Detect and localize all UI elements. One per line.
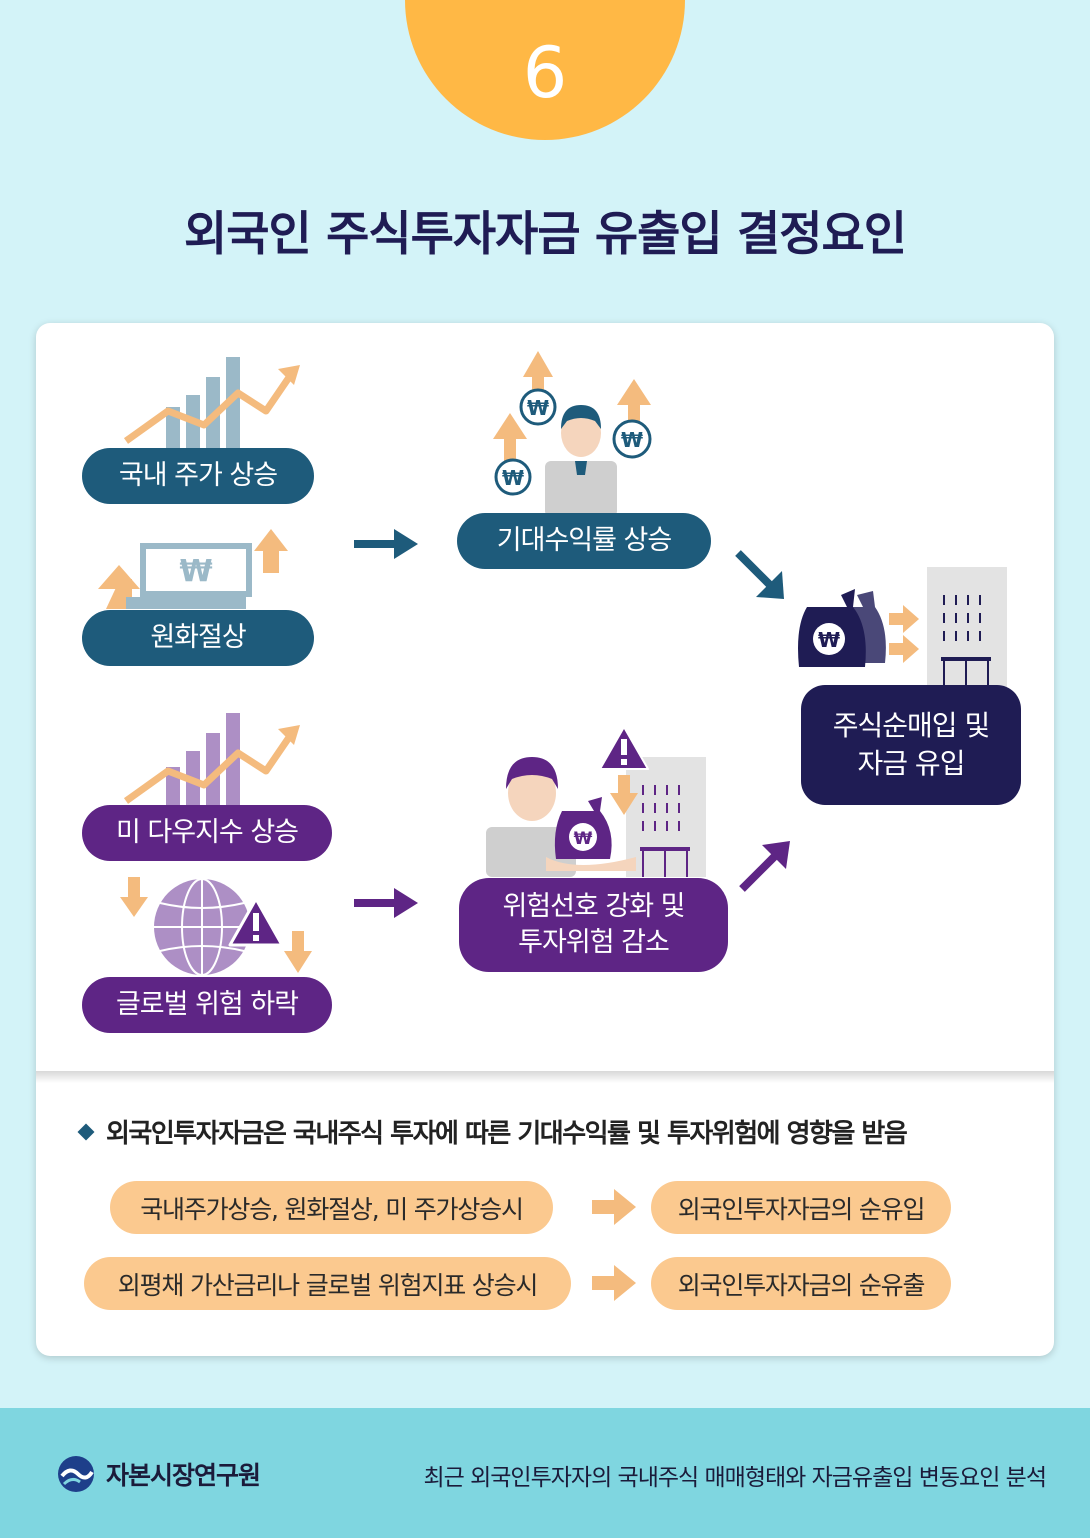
won-appreciation-label: 원화절상 [82,610,314,666]
coin-won-symbol-3: ₩ [621,428,643,452]
arrow-right-icon-purple [354,888,418,918]
risk-appetite-text: 위험선호 강화 및 투자위험 감소 [502,890,685,958]
banknote-icon: ₩ [98,529,288,609]
arrow-down-right-icon [735,550,784,599]
org-name: 자본시장연구원 [106,1461,261,1490]
coin-won-symbol-2: ₩ [502,466,524,490]
arrow-right-icon-row1 [592,1189,636,1225]
us-dow-rise-label: 미 다우지수 상승 [82,805,332,861]
diagram-card: 국내 주가 상승 ₩ 원화절상 ₩ ₩ ₩ 기대수익률 상승 [36,323,1054,1356]
stock-chart-up-icon [123,357,300,451]
section-number: 6 [522,32,568,114]
row2-condition-chip: 외평채 가산금리나 글로벌 위험지표 상승시 [84,1257,571,1310]
arrow-right-icon [354,529,418,559]
globe-warning-icon [120,877,312,976]
global-risk-fall-label: 글로벌 위험 하락 [82,977,332,1033]
risk-bag-won-symbol: ₩ [574,829,593,849]
domestic-stock-rise-label: 국내 주가 상승 [82,448,314,504]
row1-condition-chip: 국내주가상승, 원화절상, 미 주가상승시 [110,1181,553,1234]
money-bags-building-icon: ₩ [798,567,1007,687]
dow-chart-up-icon [123,713,300,811]
row2-result-chip: 외국인투자자금의 순유출 [651,1257,951,1310]
row1-result-chip: 외국인투자자금의 순유입 [651,1181,951,1234]
kcmi-logo-icon [58,1456,94,1492]
diamond-bullet-icon [77,1123,95,1140]
footer: 자본시장연구원 최근 외국인투자자의 국내주식 매매형태와 자금유출입 변동요인… [0,1408,1090,1538]
expected-return-rise-label: 기대수익률 상승 [457,513,711,569]
net-buying-inflow-label: 주식순매입 및 자금 유입 [801,685,1021,805]
kcmi-logo: 자본시장연구원 [56,1454,261,1494]
summary-bullet-text: 외국인투자자금은 국내주식 투자에 따른 기대수익률 및 투자위험에 영향을 받… [106,1119,908,1149]
money-bag-won-symbol: ₩ [818,628,840,652]
investor-with-coins-icon: ₩ ₩ ₩ [493,351,652,517]
page-title: 외국인 주식투자자금 유출입 결정요인 [184,207,907,262]
risk-appetite-label: 위험선호 강화 및 투자위험 감소 [459,878,728,972]
source-note: 최근 외국인투자자의 국내주식 매매형태와 자금유출입 변동요인 분석 [423,1465,1047,1491]
arrow-up-right-icon [739,841,790,892]
arrow-right-icon-row2 [592,1265,636,1301]
card-divider [36,1071,1054,1083]
summary-bullet: 외국인투자자금은 국내주식 투자에 따른 기대수익률 및 투자위험에 영향을 받… [77,1113,908,1150]
coin-won-symbol-1: ₩ [527,396,549,420]
net-buying-inflow-text: 주식순매입 및 자금 유입 [832,709,990,780]
investor-money-bag-warning-icon: ₩ [486,726,706,877]
banknote-won-symbol: ₩ [179,554,212,589]
section-number-tab: 6 [405,0,685,140]
